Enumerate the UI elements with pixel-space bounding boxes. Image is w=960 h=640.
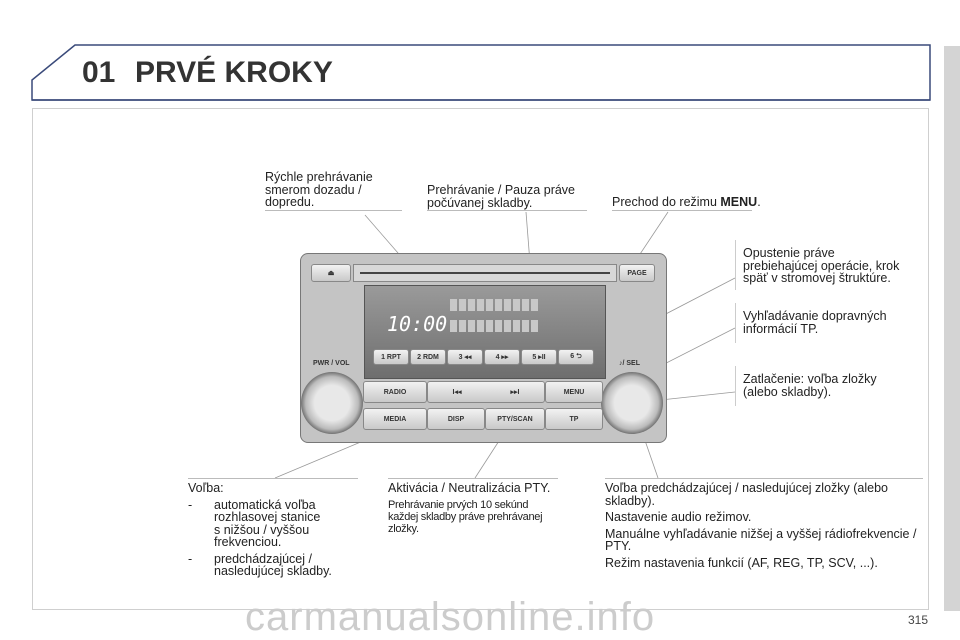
radio-unit: ⏏ PAGE 10:00 1 RPT 2 RDM 3 ◂◂ 4 ▸▸ 5 ▸II… bbox=[300, 253, 667, 443]
eject-button[interactable]: ⏏ bbox=[311, 264, 351, 282]
preset-1-rpt[interactable]: 1 RPT bbox=[373, 349, 409, 365]
watermark: carmanualsonline.info bbox=[245, 595, 656, 639]
callout-seek-list: Voľba predchádzajúcej / nasledujúcej zlo… bbox=[605, 481, 917, 570]
callout-press: Zatlačenie: voľba zložky(alebo skladby). bbox=[743, 372, 877, 399]
preset-5-play-pause[interactable]: 5 ▸II bbox=[521, 349, 557, 365]
content-frame bbox=[32, 108, 929, 610]
sel-knob[interactable] bbox=[601, 372, 663, 434]
side-tab bbox=[944, 46, 960, 611]
disp-button[interactable]: DISP bbox=[427, 408, 485, 430]
clock: 10:00 bbox=[387, 312, 448, 336]
pwr-vol-label: PWR / VOL bbox=[313, 360, 350, 367]
preset-3-rewind[interactable]: 3 ◂◂ bbox=[447, 349, 483, 365]
seek-buttons[interactable]: I◂◂ ▸▸I bbox=[427, 381, 545, 403]
prev-icon[interactable]: I◂◂ bbox=[452, 389, 462, 396]
page-number: 315 bbox=[908, 613, 929, 627]
callout-pty: Aktivácia / Neutralizácia PTY. bbox=[388, 481, 551, 495]
menu-button[interactable]: MENU bbox=[545, 381, 603, 403]
media-button[interactable]: MEDIA bbox=[363, 408, 427, 430]
preset-6-back[interactable]: 6 ⮌ bbox=[558, 349, 594, 365]
tp-button[interactable]: TP bbox=[545, 408, 603, 430]
sel-label: ♪/ SEL bbox=[619, 360, 641, 367]
pwr-vol-knob[interactable] bbox=[301, 372, 363, 434]
chapter-number: 01 bbox=[82, 56, 116, 89]
next-icon[interactable]: ▸▸I bbox=[510, 389, 520, 396]
radio-button[interactable]: RADIO bbox=[363, 381, 427, 403]
pty-scan-button[interactable]: PTY/SCAN bbox=[485, 408, 545, 430]
cd-slot bbox=[360, 272, 610, 274]
page-button[interactable]: PAGE bbox=[619, 264, 655, 282]
preset-4-forward[interactable]: 4 ▸▸ bbox=[484, 349, 520, 365]
callout-menu: Prechod do režimu MENU. bbox=[612, 195, 761, 209]
preset-2-rdm[interactable]: 2 RDM bbox=[410, 349, 446, 365]
page-title: PRVÉ KROKY bbox=[135, 56, 333, 89]
